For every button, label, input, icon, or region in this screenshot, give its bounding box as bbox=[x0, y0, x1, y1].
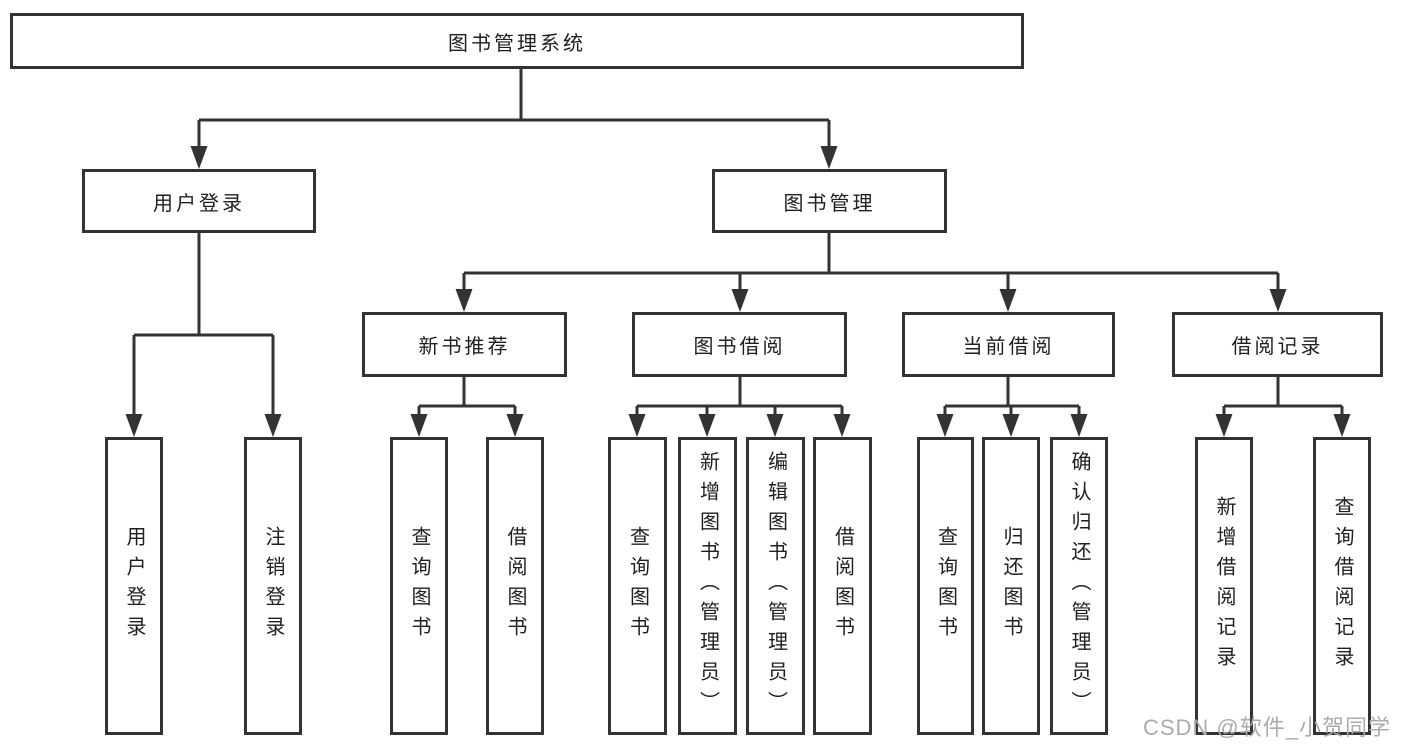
node-label: 用户登录 bbox=[153, 192, 245, 215]
node-label: 图书借阅 bbox=[693, 336, 786, 358]
arrowhead-icon bbox=[731, 289, 749, 312]
node-label: 新增借阅记录 bbox=[1213, 496, 1235, 676]
leaf-edit-book-admin: 编辑图书（管理员） bbox=[746, 437, 805, 735]
node-label: 编辑图书（管理员） bbox=[764, 451, 787, 721]
node-label: 用户登录 bbox=[123, 526, 145, 646]
node-label: 查询图书 bbox=[408, 526, 430, 646]
arrowhead-icon bbox=[264, 414, 282, 437]
node-book-management: 图书管理 bbox=[712, 169, 947, 233]
node-label: 图书管理系统 bbox=[448, 32, 586, 55]
arrowhead-icon bbox=[766, 414, 784, 437]
arrowhead-icon bbox=[506, 414, 524, 437]
arrowhead-icon bbox=[936, 414, 954, 437]
arrowhead-icon bbox=[190, 146, 208, 169]
node-current-borrowing: 当前借阅 bbox=[902, 312, 1115, 377]
arrowhead-icon bbox=[999, 289, 1017, 312]
arrowhead-icon bbox=[1070, 414, 1088, 437]
node-label: 新增图书（管理员） bbox=[696, 451, 719, 721]
leaf-logout: 注销登录 bbox=[244, 437, 302, 735]
node-label: 借阅记录 bbox=[1231, 336, 1324, 358]
leaf-borrow-books: 借阅图书 bbox=[813, 437, 872, 735]
node-label: 当前借阅 bbox=[962, 336, 1055, 358]
leaf-user-login: 用户登录 bbox=[105, 437, 163, 735]
node-label: 借阅图书 bbox=[831, 526, 854, 646]
arrowhead-icon bbox=[1002, 414, 1020, 437]
node-borrowing-records: 借阅记录 bbox=[1172, 312, 1383, 377]
connector-lines bbox=[132, 69, 1344, 418]
arrowhead-icon bbox=[125, 414, 143, 437]
arrowhead-icon bbox=[410, 414, 428, 437]
node-label: 图书管理 bbox=[783, 192, 876, 215]
watermark: CSDN @软件_小贺同学 bbox=[1142, 715, 1391, 740]
arrowhead-icon bbox=[1333, 414, 1351, 437]
node-label: 注销登录 bbox=[262, 526, 284, 646]
arrowhead-icon bbox=[455, 289, 473, 312]
node-new-book-recommend: 新书推荐 bbox=[362, 312, 567, 377]
arrowheads bbox=[125, 146, 1351, 437]
leaf-query-books-recommend: 查询图书 bbox=[390, 437, 448, 735]
node-book-borrowing: 图书借阅 bbox=[632, 312, 847, 377]
node-label: 查询图书 bbox=[934, 526, 957, 646]
node-label: 归还图书 bbox=[1000, 526, 1022, 646]
leaf-add-borrow-record: 新增借阅记录 bbox=[1195, 437, 1253, 735]
arrowhead-icon bbox=[698, 414, 716, 437]
leaf-query-books-current: 查询图书 bbox=[917, 437, 974, 735]
arrowhead-icon bbox=[820, 146, 838, 169]
node-user-login: 用户登录 bbox=[82, 169, 316, 233]
leaf-query-books-borrowing: 查询图书 bbox=[608, 437, 667, 735]
arrowhead-icon bbox=[1269, 289, 1287, 312]
node-root: 图书管理系统 bbox=[10, 13, 1024, 69]
node-label: 新书推荐 bbox=[418, 336, 511, 358]
arrowhead-icon bbox=[833, 414, 851, 437]
leaf-borrow-books-recommend: 借阅图书 bbox=[486, 437, 544, 735]
leaf-return-book: 归还图书 bbox=[982, 437, 1040, 735]
node-label: 查询图书 bbox=[626, 526, 649, 646]
leaf-query-borrow-record: 查询借阅记录 bbox=[1313, 437, 1371, 735]
arrowhead-icon bbox=[628, 414, 646, 437]
node-label: 查询借阅记录 bbox=[1331, 496, 1353, 676]
leaf-confirm-return-admin: 确认归还（管理员） bbox=[1050, 437, 1108, 735]
node-label: 借阅图书 bbox=[504, 526, 526, 646]
leaf-add-book-admin: 新增图书（管理员） bbox=[678, 437, 737, 735]
node-label: 确认归还（管理员） bbox=[1068, 451, 1090, 721]
arrowhead-icon bbox=[1215, 414, 1233, 437]
